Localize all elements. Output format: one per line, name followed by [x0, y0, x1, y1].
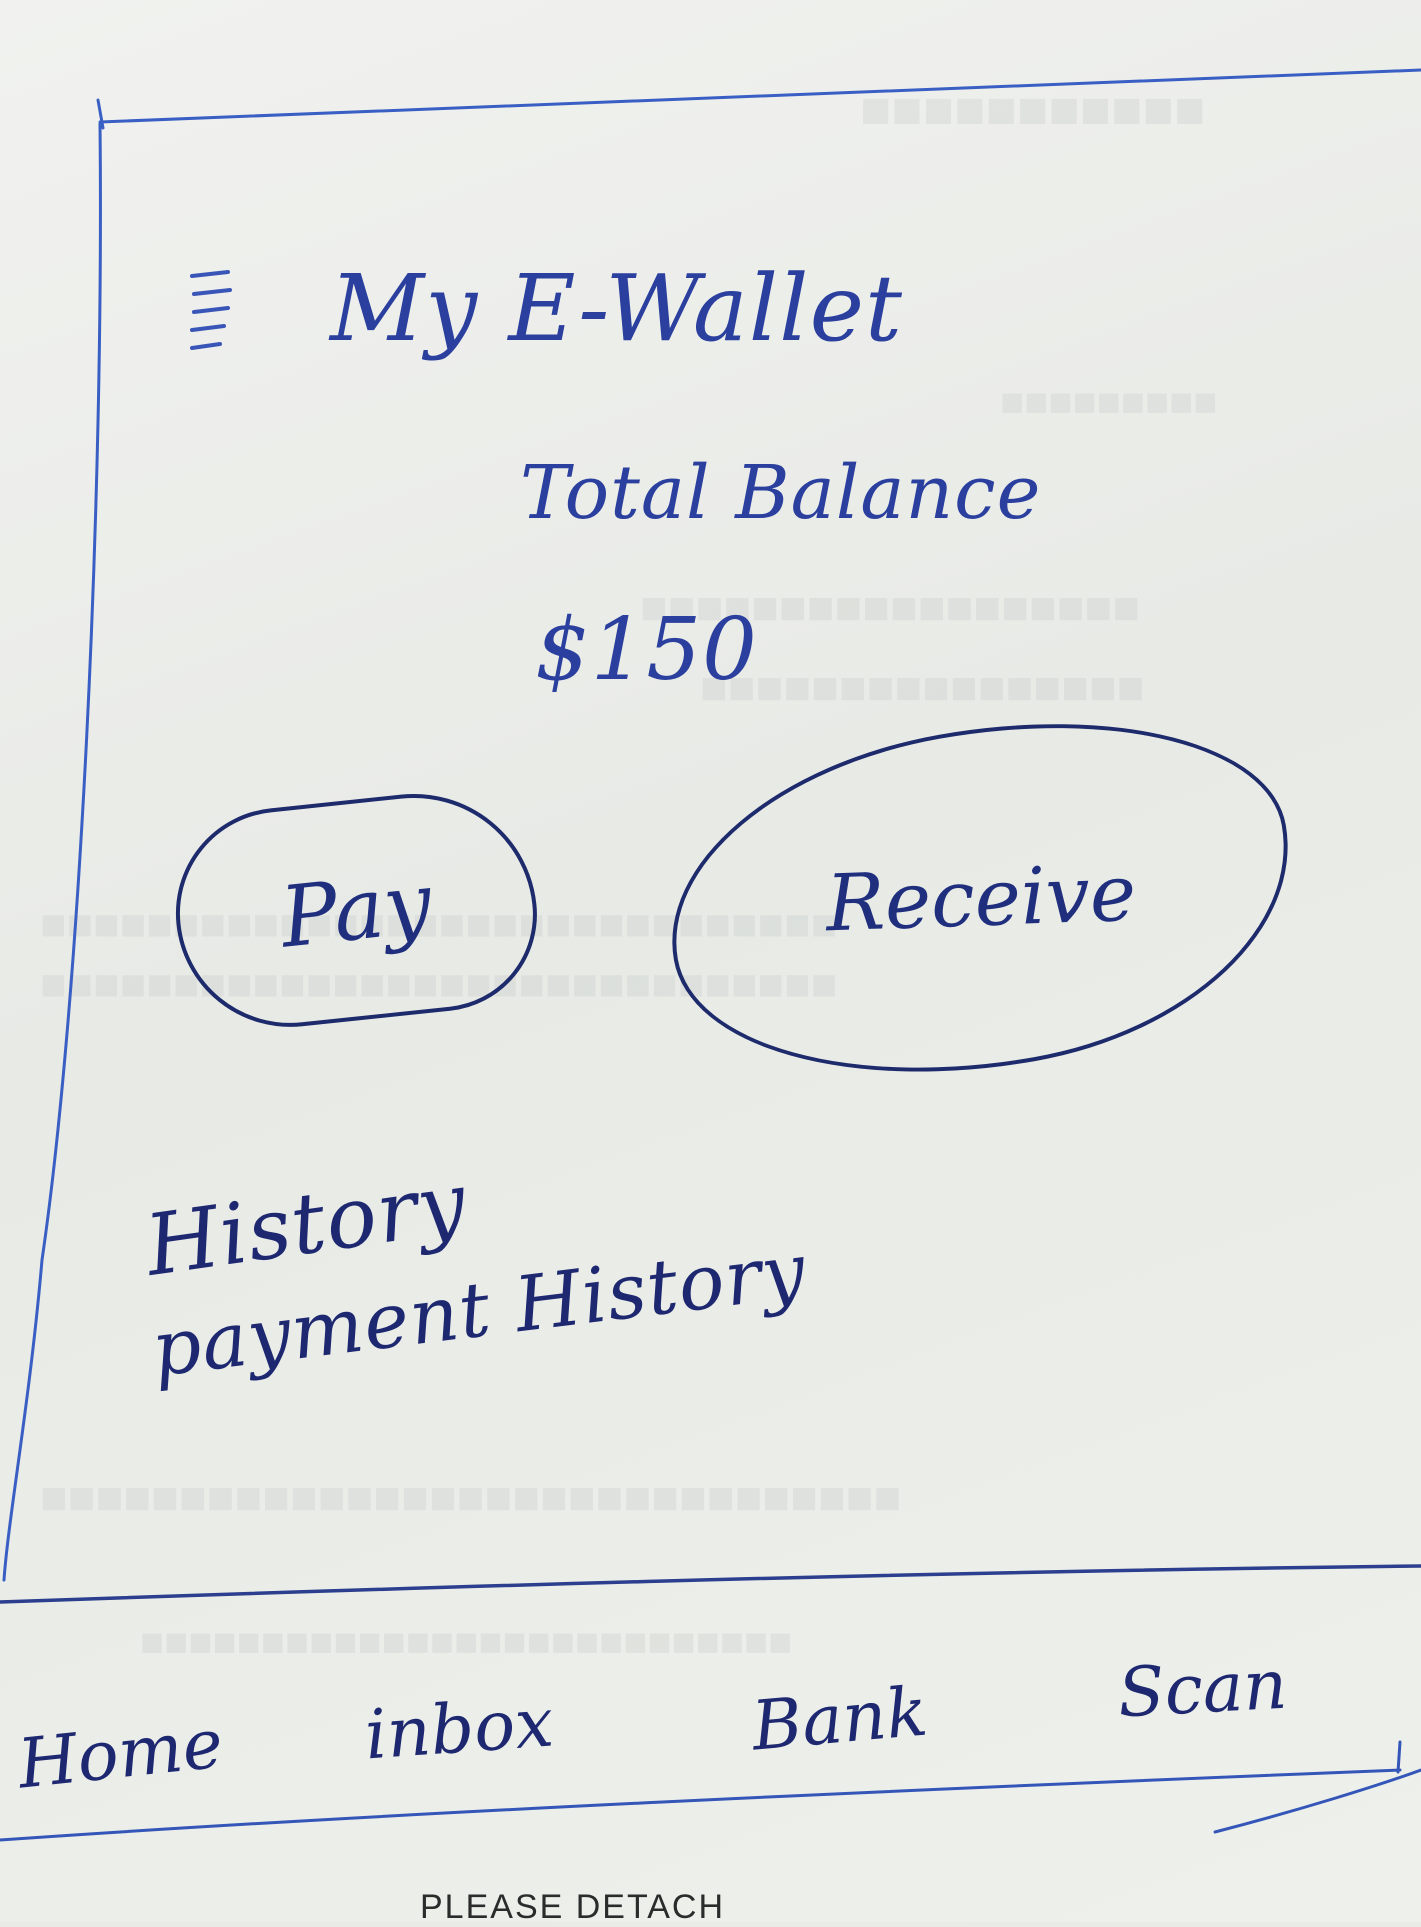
nav-item-scan[interactable]: Scan — [1116, 1645, 1289, 1734]
balance-amount: $150 — [535, 600, 758, 700]
balance-label: Total Balance — [520, 450, 1042, 536]
nav-item-inbox[interactable]: inbox — [362, 1683, 556, 1776]
pay-button-label: Pay — [276, 853, 436, 967]
nav-item-bank[interactable]: Bank — [748, 1672, 931, 1767]
paper-footer-print: PLEASE DETACH — [420, 1888, 726, 1926]
receive-button-label: Receive — [824, 848, 1138, 950]
page-title: My E-Wallet — [330, 255, 904, 362]
hamburger-menu-icon[interactable] — [188, 268, 236, 368]
